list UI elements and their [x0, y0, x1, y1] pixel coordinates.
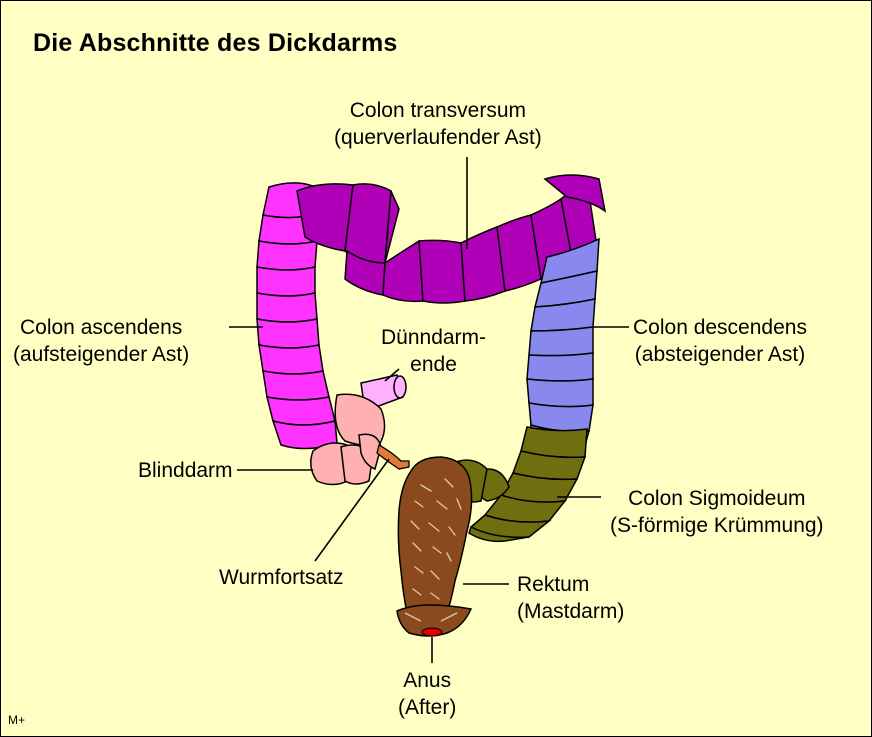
label-anus: Anus (After)	[398, 667, 456, 721]
label-blinddarm: Blinddarm	[138, 457, 233, 484]
label-duenndarm-line2: ende	[381, 351, 486, 378]
label-colon-sigmoideum: Colon Sigmoideum (S-förmige Krümmung)	[610, 485, 824, 539]
label-rektum-line1: Rektum	[517, 571, 624, 598]
label-wurmfortsatz-line1: Wurmfortsatz	[219, 564, 343, 591]
label-anus-line1: Anus	[398, 667, 456, 694]
label-colon-descendens-line2: (absteigender Ast)	[633, 341, 807, 368]
label-duenndarm-line1: Dünndarm-	[381, 324, 486, 351]
wurmfortsatz-shape	[377, 445, 409, 469]
label-colon-transversum-line2: (querverlaufender Ast)	[334, 124, 542, 151]
label-colon-ascendens: Colon ascendens (aufsteigender Ast)	[13, 314, 189, 368]
rektum-shape	[397, 457, 472, 636]
label-rektum: Rektum (Mastdarm)	[517, 571, 624, 625]
label-colon-ascendens-line1: Colon ascendens	[13, 314, 189, 341]
label-rektum-line2: (Mastdarm)	[517, 598, 624, 625]
label-colon-descendens: Colon descendens (absteigender Ast)	[633, 314, 807, 368]
diagram-title: Die Abschnitte des Dickdarms	[33, 29, 398, 58]
label-duenndarm-ende: Dünndarm- ende	[381, 324, 486, 378]
label-colon-descendens-line1: Colon descendens	[633, 314, 807, 341]
label-anus-line2: (After)	[398, 694, 456, 721]
label-colon-sigmoideum-line1: Colon Sigmoideum	[610, 485, 824, 512]
label-colon-transversum: Colon transversum (querverlaufender Ast)	[334, 97, 542, 151]
label-blinddarm-line1: Blinddarm	[138, 457, 233, 484]
label-colon-sigmoideum-line2: (S-förmige Krümmung)	[610, 512, 824, 539]
label-wurmfortsatz: Wurmfortsatz	[219, 564, 343, 591]
source-badge: M+	[8, 713, 25, 727]
label-colon-transversum-line1: Colon transversum	[334, 97, 542, 124]
label-colon-ascendens-line2: (aufsteigender Ast)	[13, 341, 189, 368]
